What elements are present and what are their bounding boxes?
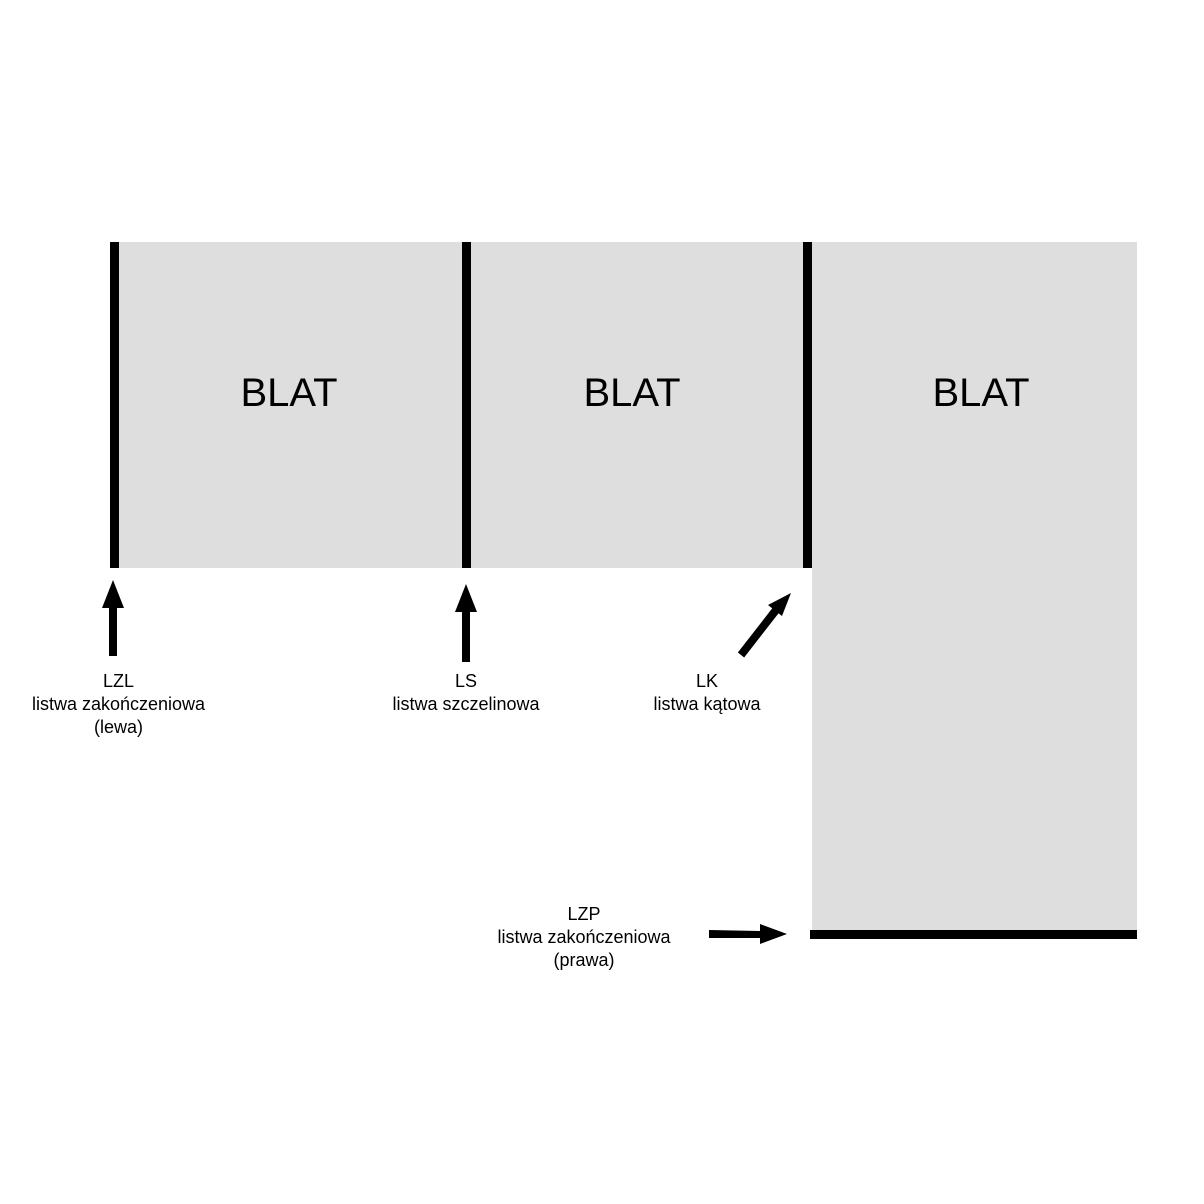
callout-lzl: LZL listwa zakończeniowa (lewa) bbox=[0, 670, 237, 739]
callout-lk-code: LK bbox=[695, 671, 719, 691]
end-strip-left bbox=[110, 242, 119, 568]
callout-lzp-code: LZP bbox=[567, 904, 601, 924]
callout-lk: LK listwa kątowa bbox=[607, 670, 807, 716]
callout-lzl-side: (lewa) bbox=[93, 717, 143, 737]
countertop-panel-3 bbox=[812, 242, 1137, 930]
countertop-panel-2 bbox=[471, 242, 803, 568]
callout-lzp-side: (prawa) bbox=[553, 950, 615, 970]
panel-label-2: BLAT bbox=[583, 371, 681, 415]
corner-strip bbox=[803, 242, 812, 568]
arrow-right-lzp-icon bbox=[709, 924, 787, 944]
callout-lk-name: listwa kątowa bbox=[653, 694, 761, 714]
panel-label-1: BLAT bbox=[240, 371, 338, 415]
callout-lzl-code: LZL bbox=[102, 671, 135, 691]
countertop-panel-1 bbox=[119, 242, 462, 568]
callout-lzl-name: listwa zakończeniowa bbox=[31, 694, 206, 714]
arrow-up-lzl-icon bbox=[102, 580, 124, 656]
callout-ls: LS listwa szczelinowa bbox=[346, 670, 586, 716]
arrow-up-ls-icon bbox=[455, 584, 477, 662]
callout-ls-code: LS bbox=[454, 671, 478, 691]
joint-strip bbox=[462, 242, 471, 568]
callout-ls-name: listwa szczelinowa bbox=[392, 694, 540, 714]
arrow-diagonal-lk-icon bbox=[737, 593, 791, 658]
panel-label-3: BLAT bbox=[932, 371, 1030, 415]
callout-lzp: LZP listwa zakończeniowa (prawa) bbox=[464, 903, 704, 972]
callout-lzp-name: listwa zakończeniowa bbox=[497, 927, 671, 947]
end-strip-right bbox=[810, 930, 1137, 939]
